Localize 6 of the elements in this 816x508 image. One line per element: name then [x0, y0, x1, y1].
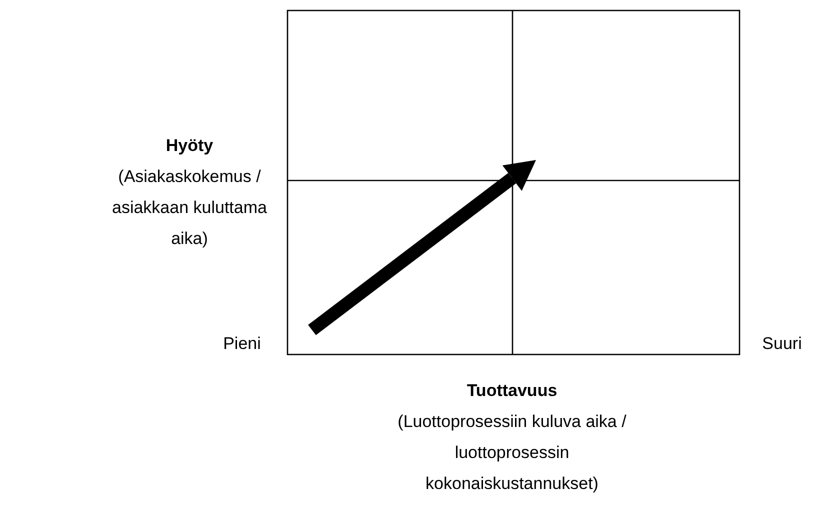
axis-description: (Asiakaskokemus / asiakkaan kuluttama aika) [111, 166, 268, 250]
scale-label: Suuri [761, 333, 803, 355]
scale-label: Pieni [222, 333, 262, 355]
axis-title: Hyöty [164, 135, 214, 157]
axis-title: Tuottavuus [466, 380, 558, 402]
axis-description: (Luottoprosessiin kuluva aika / luottoprosessin kokonaiskustannukset) [396, 411, 628, 495]
